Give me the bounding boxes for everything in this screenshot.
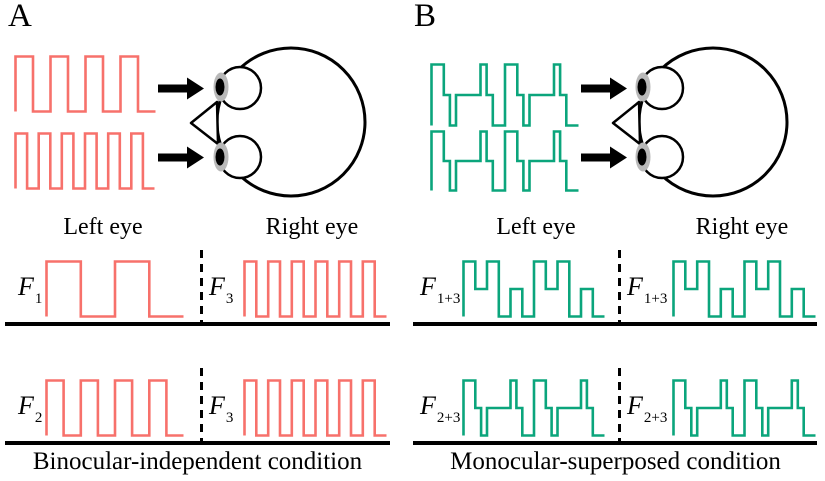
eye-label-left: Left eye [496, 214, 576, 240]
baseline [413, 441, 817, 445]
stimulus-wave-top-b [430, 63, 579, 127]
input-arrow-icon [581, 77, 627, 100]
f-symbol: F [209, 272, 225, 301]
f-symbol: F [420, 391, 436, 420]
f-symbol: F [420, 272, 436, 301]
f-label: F2 [18, 391, 42, 426]
f-symbol: F [18, 391, 34, 420]
pupil [215, 78, 225, 96]
wave-chart [45, 260, 184, 318]
wave-chart [243, 260, 387, 318]
baseline [413, 322, 817, 326]
f-label: F1+3 [627, 272, 667, 307]
stimulus-wave-bottom-b [430, 130, 579, 192]
f-subscript: 2 [34, 410, 43, 426]
stimulus-wave-bottom-a [14, 132, 155, 190]
pupil [637, 148, 647, 166]
f-subscript: 3 [225, 291, 234, 307]
wave-chart [462, 260, 605, 318]
f-subscript: 1 [34, 291, 43, 307]
panel-letter-b: B [414, 0, 437, 34]
wave-chart [243, 379, 387, 437]
f-subscript: 3 [225, 410, 234, 426]
eye-label-right: Right eye [265, 214, 359, 240]
f-subscript: 1+3 [643, 291, 668, 307]
f-subscript: 2+3 [643, 410, 668, 426]
stimulus-wave-top-a [14, 55, 156, 113]
input-arrow-icon [158, 146, 204, 169]
condition-caption-b: Monocular-superposed condition [450, 448, 781, 475]
eye-label-left: Left eye [63, 214, 143, 240]
eye-divider-dashed [200, 250, 203, 326]
f-label: F1 [18, 272, 42, 307]
wave-chart [672, 379, 816, 437]
f-symbol: F [18, 272, 34, 301]
input-arrow-icon [158, 77, 204, 100]
pupil [637, 78, 647, 96]
f-label: F2+3 [420, 391, 460, 426]
condition-caption-a: Binocular-independent condition [32, 448, 363, 475]
f-label: F3 [209, 272, 233, 307]
eye-divider-dashed [618, 368, 621, 444]
eye-divider-dashed [618, 250, 621, 326]
wave-chart [45, 379, 184, 437]
f-symbol: F [627, 391, 643, 420]
baseline [5, 322, 390, 326]
f-symbol: F [209, 391, 225, 420]
panel-letter-a: A [8, 0, 32, 34]
f-subscript: 2+3 [436, 410, 461, 426]
f-subscript: 1+3 [436, 291, 461, 307]
f-symbol: F [627, 272, 643, 301]
f-label: F3 [209, 391, 233, 426]
f-label: F2+3 [627, 391, 667, 426]
baseline [5, 441, 390, 445]
input-arrow-icon [581, 146, 627, 169]
f-label: F1+3 [420, 272, 460, 307]
pupil [215, 148, 225, 166]
head-top-view [611, 46, 789, 198]
eye-label-right: Right eye [695, 214, 789, 240]
wave-chart [672, 260, 816, 318]
head-top-view [189, 46, 367, 198]
nose-icon [611, 100, 642, 146]
nose-icon [189, 100, 220, 146]
wave-chart [462, 379, 605, 437]
eye-divider-dashed [200, 368, 203, 444]
